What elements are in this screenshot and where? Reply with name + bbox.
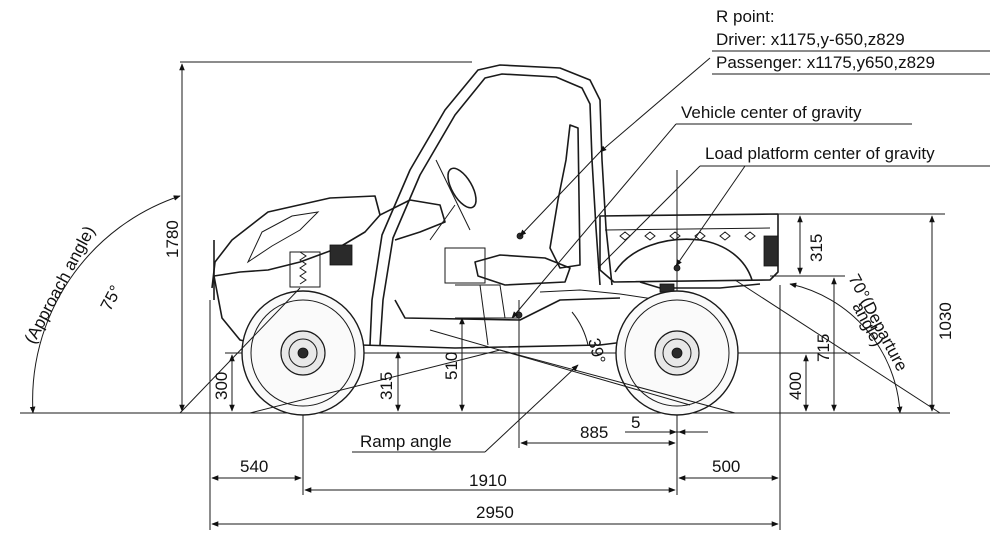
dim-1910-label: 1910 (469, 471, 507, 490)
rear-wheel (615, 290, 739, 416)
hood (211, 195, 381, 289)
rear-drive-shaft (539, 289, 661, 301)
dim-540-label: 540 (240, 457, 268, 476)
steering-wheel (447, 167, 477, 209)
vehicle-outline (211, 64, 779, 349)
frame-lower (359, 339, 641, 349)
dim-315-platform-label: 315 (807, 234, 826, 262)
dim-400-label: 400 (786, 372, 805, 400)
dim-885-label: 885 (580, 423, 608, 442)
dim-500-label: 500 (712, 457, 740, 476)
vehicle-cg-leader (511, 123, 677, 319)
r-point-passenger: Passenger: x1175,y650,z829 (716, 53, 935, 72)
departure-angle-line (734, 279, 941, 414)
rear-fender (614, 238, 753, 281)
dim-2950-label: 2950 (476, 503, 514, 522)
ramp-angle-line-left (249, 349, 501, 414)
vehicle-cg-label: Vehicle center of gravity (681, 103, 862, 122)
roll-cage-front (369, 64, 603, 346)
tail-light (763, 235, 779, 267)
roll-cage-brace (435, 159, 471, 231)
front-shock (289, 251, 321, 288)
engine-block (329, 244, 353, 266)
rear-frame (639, 281, 761, 289)
load-cg-leader (675, 165, 746, 267)
r-point-leader (599, 57, 711, 153)
ramp-angle-value: 39° (584, 336, 609, 366)
seat-cushion (474, 254, 571, 286)
floor (394, 297, 621, 321)
roll-cage-rear-post-inner (591, 159, 601, 286)
dim-300-label: 300 (212, 372, 231, 400)
ramp-angle-line-right (499, 349, 736, 414)
cargo-bed-rail (604, 227, 771, 231)
roll-cage-front-inner (379, 73, 593, 346)
front-spring (299, 251, 307, 285)
approach-angle-arc (29, 195, 181, 414)
seat-back (549, 124, 581, 269)
approach-angle-line (179, 287, 301, 414)
dim-315-under-label: 315 (377, 372, 396, 400)
dim-715-label: 715 (814, 334, 833, 362)
roll-cage-rear-post (601, 159, 613, 286)
dashboard (379, 199, 446, 241)
r-point-leader-2 (519, 151, 601, 237)
ramp-angle-arc (571, 311, 589, 346)
cargo-bed (599, 213, 779, 283)
departure-angle-arc (789, 282, 903, 414)
ramp-leader (484, 364, 579, 453)
front-wheel (241, 290, 365, 416)
frame-strut (479, 284, 489, 346)
seat-base (444, 247, 486, 284)
load-cg-marker (673, 264, 681, 272)
vehicle-cg-leader-2 (597, 165, 701, 269)
headlight (246, 211, 320, 264)
ramp-angle-label: Ramp angle (360, 432, 452, 451)
ramp-angle-line-diag (429, 329, 691, 406)
dim-5-label: 5 (631, 413, 640, 432)
approach-angle-label: (Approach angle) (21, 223, 99, 347)
frame-mid (455, 284, 506, 319)
approach-angle-value: 75° (97, 282, 126, 314)
dim-1780-label: 1780 (163, 220, 182, 258)
load-cg-label: Load platform center of gravity (705, 144, 935, 163)
dim-510-label: 510 (442, 352, 461, 380)
dim-1030-label: 1030 (936, 302, 955, 340)
r-point-driver: Driver: x1175,y-650,z829 (716, 30, 905, 49)
r-point-title: R point: (716, 7, 775, 26)
